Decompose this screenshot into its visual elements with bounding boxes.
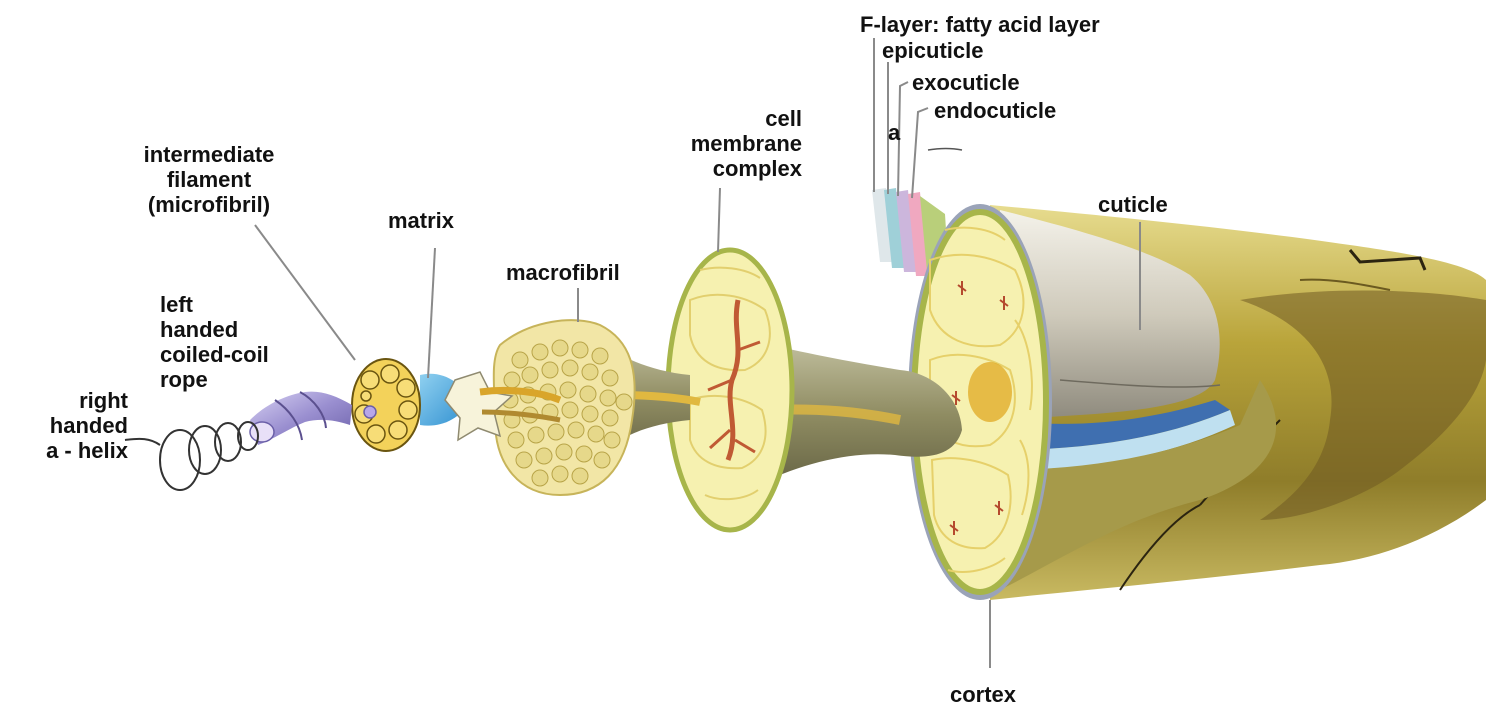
coiled-coil-line-1: left [160,292,269,317]
coiled-coil-rope [250,392,352,445]
coiled-coil-label: left handed coiled-coil rope [160,292,269,392]
a-layer-label: a [888,120,900,145]
cell-membrane-line-1: cell [620,106,802,131]
alpha-helix-line-2: handed [12,413,128,438]
cell-membrane-line-3: complex [620,156,802,181]
exocuticle-text: exocuticle [912,70,1020,95]
alpha-helix-line-1: right [12,388,128,413]
a-layer-text: a [888,120,900,145]
exocuticle-label: exocuticle [912,70,1020,95]
coiled-coil-line-3: coiled-coil [160,342,269,367]
alpha-helix-line-3: a - helix [12,438,128,463]
f-layer-text: F-layer: fatty acid layer [860,12,1100,37]
coiled-coil-line-2: handed [160,317,269,342]
cell-membrane-complex-label: cell membrane complex [620,106,802,181]
cuticle-label: cuticle [1098,192,1168,217]
microfibril-cross-section [352,359,420,451]
endocuticle-label: endocuticle [934,98,1056,123]
epicuticle-label: epicuticle [882,38,983,63]
alpha-helix-label: right handed a - helix [12,388,128,463]
alpha-helix-coil [125,422,258,490]
coiled-coil-line-4: rope [160,367,269,392]
intermediate-filament-line-1: intermediate [104,142,314,167]
matrix-text: matrix [388,208,454,233]
matrix-label: matrix [388,208,454,233]
epicuticle-text: epicuticle [882,38,983,63]
macrofibril-text: macrofibril [506,260,620,285]
cuticle-text: cuticle [1098,192,1168,217]
intermediate-filament-line-3: (microfibril) [104,192,314,217]
cell-membrane-line-2: membrane [620,131,802,156]
intermediate-filament-line-2: filament [104,167,314,192]
macrofibril-label: macrofibril [506,260,620,285]
intermediate-filament-label: intermediate filament (microfibril) [104,142,314,217]
macrofibril-cluster [494,320,635,495]
f-layer-label: F-layer: fatty acid layer [860,12,1100,37]
cortex-text: cortex [950,682,1016,707]
endocuticle-text: endocuticle [934,98,1056,123]
cortex-label: cortex [950,682,1016,707]
